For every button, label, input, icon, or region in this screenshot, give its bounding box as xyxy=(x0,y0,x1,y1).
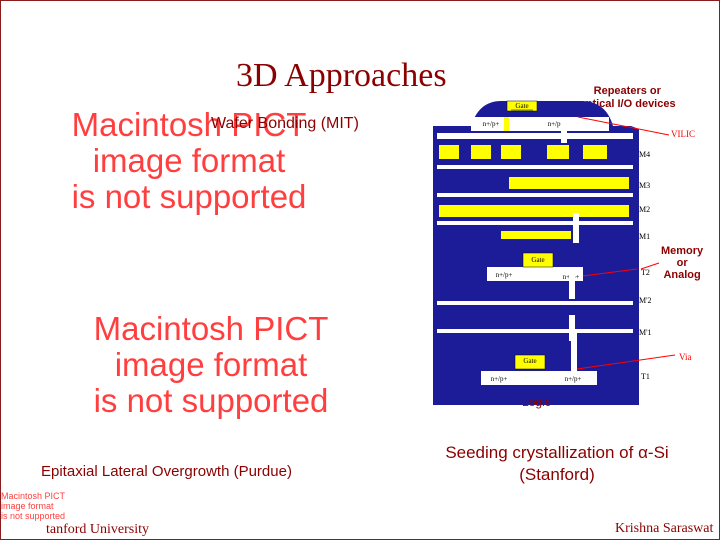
memory-label: Memory or Analog xyxy=(661,245,703,281)
layer-label-m4: M4 xyxy=(639,150,650,159)
seeding-line: (Stanford) xyxy=(519,465,595,484)
logic-label: Logic xyxy=(522,395,551,409)
wafer-bonding-label: Wafer Bonding (MIT) xyxy=(211,115,359,132)
pict-placeholder-small: Macintosh PICT image format is not suppo… xyxy=(1,491,65,521)
footer-university: tanford University xyxy=(46,522,150,537)
layer-label-t1: T1 xyxy=(641,372,650,381)
top-diff-left: n+/p+ xyxy=(483,120,500,128)
top-diff-right: n+/p+ xyxy=(548,120,565,128)
pict-line: Macintosh PICT xyxy=(93,310,329,347)
t1-diff-right: n+/p+ xyxy=(565,375,582,383)
t1-gate-label: Gate xyxy=(523,357,536,365)
slide-title: 3D Approaches xyxy=(236,57,447,94)
top-gate xyxy=(506,100,538,112)
memory-line: Memory xyxy=(661,245,704,257)
vilic-arrow xyxy=(577,116,670,136)
pict-line: image format xyxy=(1,501,54,511)
pict-line: Macintosh PICT xyxy=(1,491,66,501)
memory-line: Analog xyxy=(663,269,701,281)
layer-label-m2: M2 xyxy=(639,205,650,214)
footer-author: Krishna Saraswat xyxy=(615,521,714,536)
pict-line: Macintosh PICT xyxy=(71,106,307,143)
layer-label-t2: T2 xyxy=(641,268,650,277)
repeaters-line: optical I/O devices xyxy=(579,98,676,110)
epitaxial-label: Epitaxial Lateral Overgrowth (Purdue) xyxy=(41,463,292,480)
pict-line: is not supported xyxy=(93,382,329,419)
via-arrow xyxy=(576,354,676,370)
via-label: Via xyxy=(679,352,691,362)
t2-diff-left: n+/p+ xyxy=(496,271,513,279)
pict-placeholder-top: Macintosh PICT image format is not suppo… xyxy=(29,107,349,215)
t2-gate-label: Gate xyxy=(531,256,544,264)
repeaters-line: Repeaters or xyxy=(593,85,661,97)
layer-label-mp1: M'1 xyxy=(639,328,652,337)
layer-label-mp2: M'2 xyxy=(639,296,652,305)
layer-label-m3: M3 xyxy=(639,181,650,190)
memory-line: or xyxy=(676,257,688,269)
layer-label-m1: M1 xyxy=(639,232,650,241)
pict-line: is not supported xyxy=(71,178,307,215)
top-gate-label: Gate xyxy=(515,102,528,110)
seeding-line: Seeding crystallization of α-Si xyxy=(445,443,669,462)
t1-diff-left: n+/p+ xyxy=(491,375,508,383)
pict-line: image format xyxy=(114,346,308,383)
vilic-label: VILIC xyxy=(671,129,695,139)
pict-line: image format xyxy=(92,142,286,179)
pict-line: is not supported xyxy=(1,511,66,521)
seeding-label: Seeding crystallization of α-Si (Stanfor… xyxy=(437,442,677,486)
pict-placeholder-bottom: Macintosh PICT image format is not suppo… xyxy=(51,311,371,419)
cross-section-diagram: Gate n+/p+ n+/p+ M4 M3 M2 M1 Gate n+/p+ … xyxy=(433,100,695,405)
memory-arrow xyxy=(640,262,660,270)
repeaters-label: Repeaters or optical I/O devices xyxy=(579,85,676,111)
